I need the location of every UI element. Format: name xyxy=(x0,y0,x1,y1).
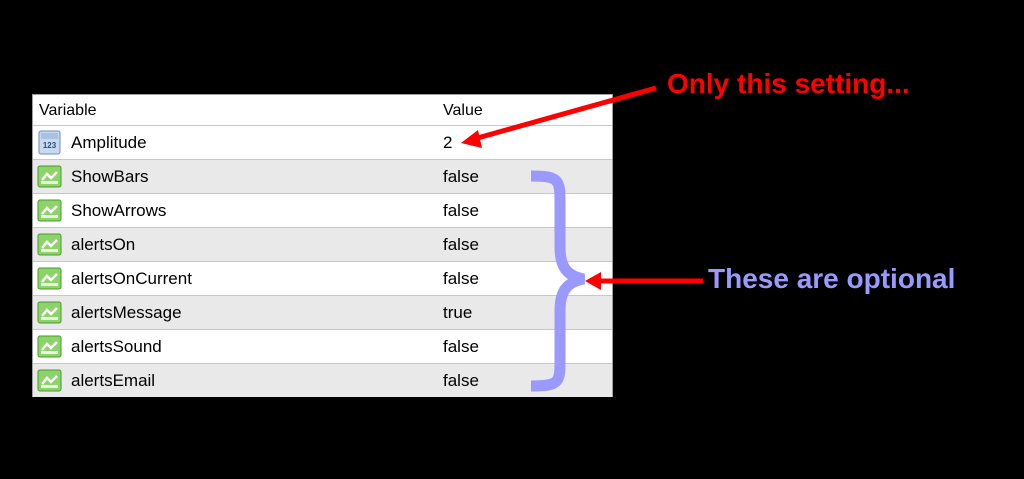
inputs-table: Variable Value 123 Amplitude 2 ShowBars … xyxy=(32,94,613,397)
boolean-type-icon xyxy=(37,165,62,188)
boolean-type-icon xyxy=(37,301,62,324)
variable-name: Amplitude xyxy=(71,133,147,152)
variable-value[interactable]: false xyxy=(443,371,479,390)
boolean-type-icon xyxy=(37,199,62,222)
variable-name: alertsOn xyxy=(71,235,136,254)
annotation-top: Only this setting... xyxy=(667,68,910,99)
variable-value[interactable]: 2 xyxy=(443,133,453,152)
svg-text:123: 123 xyxy=(43,141,57,150)
header-value[interactable]: Value xyxy=(443,102,483,119)
boolean-type-icon xyxy=(37,335,62,358)
variable-name: alertsMessage xyxy=(71,303,182,322)
variable-name: alertsSound xyxy=(71,337,162,356)
table-row-alertsmessage[interactable]: alertsMessage true xyxy=(33,295,612,329)
table-header: Variable Value xyxy=(33,95,612,125)
integer-type-icon: 123 xyxy=(38,130,61,155)
variable-name: alertsEmail xyxy=(71,371,156,390)
table-row-alertson[interactable]: alertsOn false xyxy=(33,227,612,261)
annotation-right: These are optional xyxy=(708,263,956,294)
variable-value[interactable]: false xyxy=(443,337,479,356)
variable-name: alertsOnCurrent xyxy=(71,269,192,288)
variable-name: ShowArrows xyxy=(71,201,167,220)
table-row-alertsoncurrent[interactable]: alertsOnCurrent false xyxy=(33,261,612,295)
table-row-showarrows[interactable]: ShowArrows false xyxy=(33,193,612,227)
boolean-type-icon xyxy=(37,267,62,290)
variable-name: ShowBars xyxy=(71,167,149,186)
variable-value[interactable]: true xyxy=(443,303,473,322)
table-row-amplitude[interactable]: 123 Amplitude 2 xyxy=(33,125,612,159)
table-row-showbars[interactable]: ShowBars false xyxy=(33,159,612,193)
variable-value[interactable]: false xyxy=(443,201,479,220)
boolean-type-icon xyxy=(37,233,62,256)
header-variable[interactable]: Variable xyxy=(39,102,97,119)
variable-value[interactable]: false xyxy=(443,235,479,254)
table-row-alertssound[interactable]: alertsSound false xyxy=(33,329,612,363)
boolean-type-icon xyxy=(37,369,62,392)
table-row-alertsemail[interactable]: alertsEmail false xyxy=(33,363,612,397)
variable-value[interactable]: false xyxy=(443,269,479,288)
variable-value[interactable]: false xyxy=(443,167,479,186)
